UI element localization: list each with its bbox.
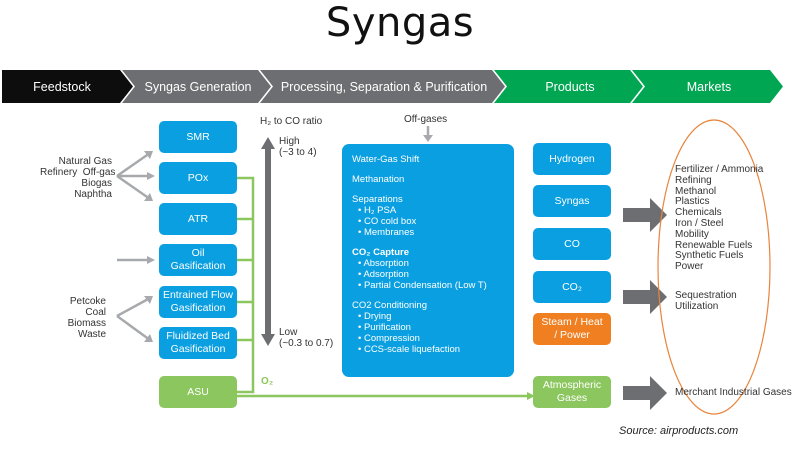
- o2-label: O₂: [261, 376, 274, 387]
- market-item: Utilization: [675, 300, 719, 312]
- process-methanation: Methanation: [352, 174, 405, 185]
- co2-capture-item: • Partial Condensation (Low T): [358, 280, 487, 291]
- co2-capture-item: • Adsorption: [358, 269, 409, 280]
- market-arrow-2: [623, 280, 667, 314]
- o2-connectors: [237, 176, 530, 398]
- market-item: Merchant Industrial Gases: [675, 387, 792, 398]
- co2-conditioning-item: • Purification: [358, 322, 411, 333]
- o2-arrowhead: [527, 392, 535, 400]
- markets-group-3: Merchant Industrial Gases: [675, 387, 792, 399]
- co2-conditioning-item: • Drying: [358, 311, 392, 322]
- ratio-high-label: High (~3 to 4): [279, 136, 317, 158]
- market-item: Refining: [675, 174, 712, 186]
- market-item: Mobility: [675, 228, 709, 240]
- stage-chevron-generation: [122, 70, 271, 103]
- stage-syngas-generation: Syngas Generation: [144, 79, 252, 94]
- product-co2: CO₂: [533, 271, 611, 303]
- market-item: Plastics: [675, 196, 710, 208]
- stage-markets: Markets: [686, 79, 732, 94]
- stage-feedstock: Feedstock: [33, 79, 91, 94]
- separations-item: • CO cold box: [358, 216, 417, 227]
- process-water-gas-shift: Water-Gas Shift: [352, 154, 420, 165]
- generation-asu: ASU: [159, 376, 237, 408]
- market-item: Renewable Fuels: [675, 239, 753, 251]
- ratio-title: H₂ to CO ratio: [260, 116, 323, 127]
- feedstock-item: Refinery Off-gas: [40, 167, 116, 178]
- ratio-arrow-up-icon: [261, 137, 275, 149]
- market-item: Iron / Steel: [675, 217, 724, 229]
- market-arrow-1: [623, 198, 667, 232]
- separations-item: • H₂ PSA: [358, 205, 397, 216]
- market-item: Power: [675, 261, 704, 273]
- offgases-label: Off-gases: [404, 114, 448, 125]
- co2-conditioning-item: • Compression: [358, 333, 420, 344]
- stage-chevron-feedstock: [2, 70, 133, 103]
- feedstock-item: Biomass: [67, 318, 106, 329]
- feedstock-item: Petcoke: [69, 296, 106, 307]
- ratio-low-range: (~0.3 to 0.7): [279, 338, 334, 349]
- process-co2-conditioning: CO2 Conditioning: [352, 300, 427, 311]
- stage-processing: Processing, Separation & Purification: [280, 79, 488, 94]
- ratio-low: Low: [279, 327, 298, 338]
- ratio-arrow-down-icon: [261, 334, 275, 346]
- market-item: Fertilizer / Ammonia: [675, 164, 764, 175]
- separations-item: • Membranes: [358, 227, 415, 238]
- market-arrows: [623, 198, 667, 410]
- feedstock-solid-group: Petcoke Coal Biomass Waste: [40, 296, 106, 340]
- market-item: Methanol: [675, 185, 717, 197]
- product-co: CO: [533, 228, 611, 260]
- product-hydrogen: Hydrogen: [533, 143, 611, 175]
- stage-chevron-processing: [260, 70, 505, 103]
- market-item: Sequestration: [675, 290, 737, 301]
- generation-smr: SMR: [159, 121, 237, 153]
- market-item: Chemicals: [675, 207, 722, 219]
- ratio-low-label: Low (~0.3 to 0.7): [279, 327, 333, 349]
- offgases-arrow-icon: [423, 135, 433, 142]
- feedstock-item: Natural Gas: [58, 156, 112, 167]
- feedstock-item: Coal: [85, 307, 106, 318]
- ratio-high: High: [279, 136, 300, 147]
- feedstock-arrowheads: [144, 151, 155, 342]
- source-caption: Source: airproducts.com: [619, 425, 739, 437]
- feedstock-item: Biogas: [81, 178, 112, 189]
- ratio-high-range: (~3 to 4): [279, 147, 317, 158]
- feedstock-arrows: [116, 151, 151, 342]
- generation-atr: ATR: [159, 203, 237, 235]
- market-arrow-3: [623, 376, 667, 410]
- generation-entrained-flow: Entrained Flow Gasification: [159, 286, 237, 318]
- feedstock-item: Waste: [78, 329, 106, 340]
- markets-ellipse: [657, 119, 771, 415]
- process-co2-capture: CO₂ Capture: [352, 247, 410, 258]
- product-steam-heat-power: Steam / Heat / Power: [533, 313, 611, 345]
- page-title: Syngas: [325, 0, 475, 46]
- feedstock-gas-group: Natural Gas Refinery Off-gas Biogas Naph…: [40, 156, 116, 200]
- generation-fluidized-bed: Fluidized Bed Gasification: [159, 327, 237, 359]
- generation-pox: POx: [159, 162, 237, 194]
- stage-chevron-markets: [632, 70, 783, 103]
- generation-oil-gasification: Oil Gasification: [159, 244, 237, 276]
- markets-group-1: Fertilizer / Ammonia Refining Methanol P…: [675, 164, 764, 273]
- markets-group-2: Sequestration Utilization: [675, 290, 737, 313]
- market-item: Synthetic Fuels: [675, 250, 744, 262]
- stage-products: Products: [545, 79, 595, 94]
- co2-capture-item: • Absorption: [358, 258, 409, 269]
- product-syngas: Syngas: [533, 185, 611, 217]
- product-atmospheric-gases: Atmospheric Gases: [533, 376, 611, 408]
- co2-conditioning-item: • CCS-scale liquefaction: [358, 344, 461, 355]
- process-separations: Separations: [352, 194, 403, 205]
- processing-block: Water-Gas Shift Methanation Separations …: [342, 144, 514, 377]
- feedstock-item: Naphtha: [74, 189, 112, 200]
- stage-chevron-products: [494, 70, 643, 103]
